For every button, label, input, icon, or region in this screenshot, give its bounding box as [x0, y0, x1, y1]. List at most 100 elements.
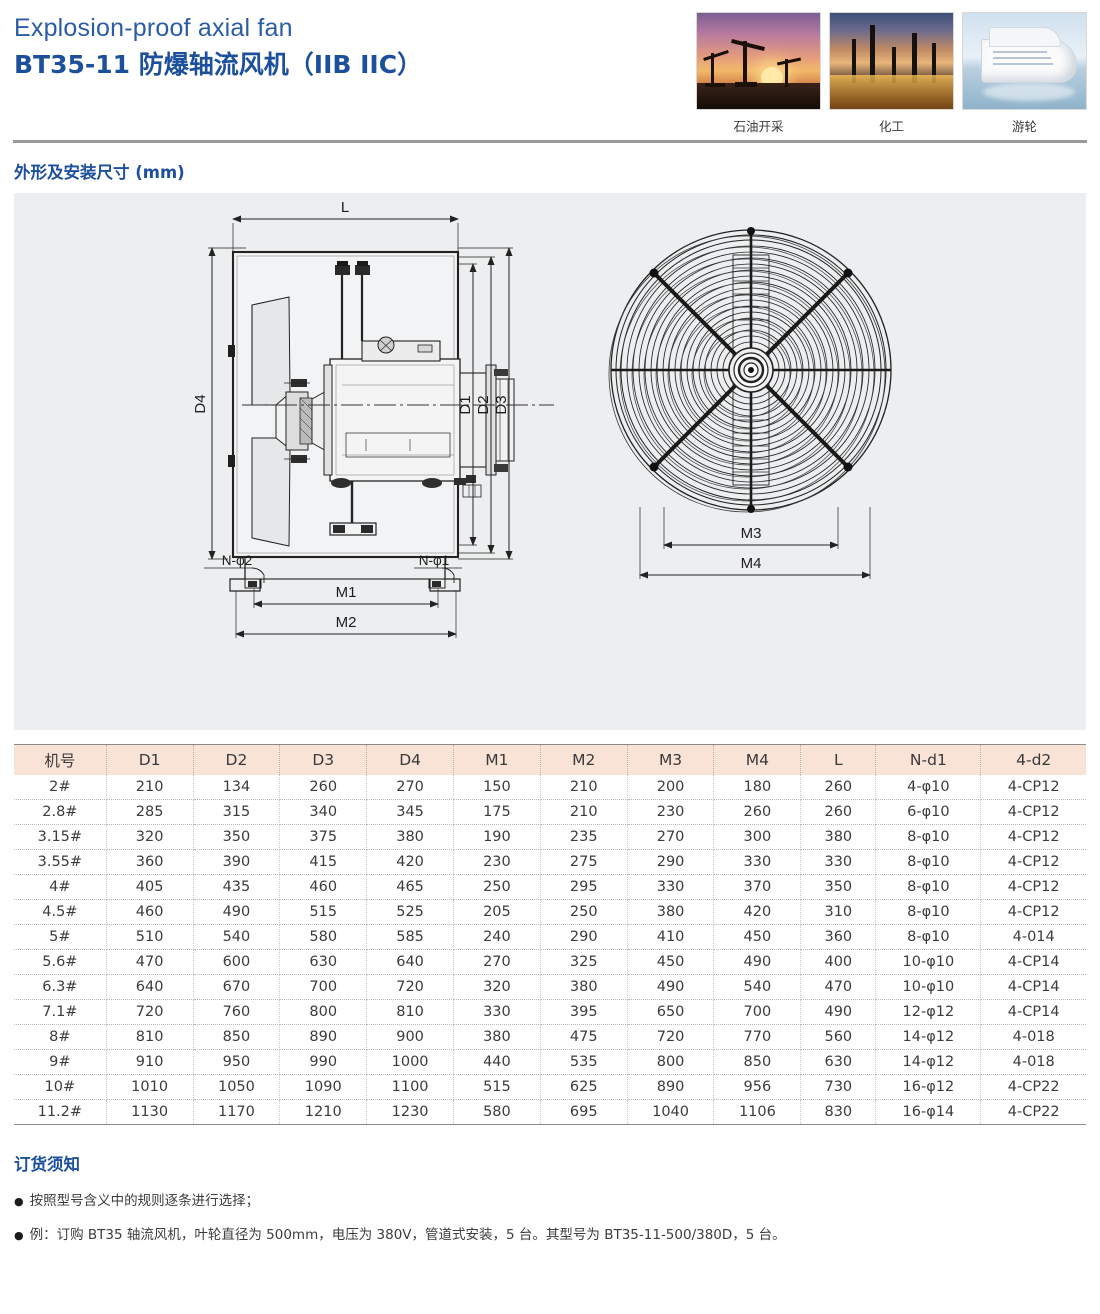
water-reflection — [983, 83, 1075, 101]
drawing-label-Nd2: N-φ2 — [222, 553, 253, 568]
table-cell: 490 — [627, 974, 715, 1000]
table-col-header-2: D2 — [193, 744, 281, 775]
table-cell: 6.3# — [14, 974, 107, 1000]
table-cell: 410 — [627, 924, 715, 950]
table-cell: 270 — [453, 949, 541, 975]
table-cell: 1230 — [366, 1099, 454, 1125]
table-cell: 1090 — [279, 1074, 368, 1100]
table-cell: 395 — [540, 999, 628, 1025]
table-cell: 630 — [800, 1049, 877, 1075]
table-cell: 1000 — [366, 1049, 454, 1075]
table-cell: 600 — [193, 949, 281, 975]
table-col-header-7: M3 — [627, 744, 715, 775]
table-cell: 250 — [453, 874, 541, 900]
table-cell: 630 — [279, 949, 368, 975]
ship-superstructure — [989, 27, 1061, 47]
table-cell: 4.5# — [14, 899, 107, 925]
table-cell: 14-φ12 — [875, 1024, 982, 1050]
drawing-label-M2: M2 — [336, 614, 357, 631]
table-cell: 535 — [540, 1049, 628, 1075]
table-cell: 8# — [14, 1024, 107, 1050]
table-col-header-9: L — [800, 744, 877, 775]
table-cell: 6-φ10 — [875, 799, 982, 825]
table-cell: 1100 — [366, 1074, 454, 1100]
smokestack-icon — [870, 25, 875, 83]
table-cell: 760 — [193, 999, 281, 1025]
table-cell: 585 — [366, 924, 454, 950]
pumpjack-icon — [785, 59, 788, 87]
table-cell: 8-φ10 — [875, 924, 982, 950]
table-cell: 405 — [106, 874, 194, 900]
table-cell: 9# — [14, 1049, 107, 1075]
table-cell: 800 — [279, 999, 368, 1025]
table-cell: 285 — [106, 799, 194, 825]
smokestack-icon — [932, 43, 936, 83]
table-cell: 420 — [713, 899, 802, 925]
table-cell: 580 — [453, 1099, 541, 1125]
table-cell: 720 — [366, 974, 454, 1000]
table-cell: 830 — [800, 1099, 877, 1125]
table-cell: 380 — [800, 824, 877, 850]
table-cell: 640 — [366, 949, 454, 975]
smokestack-icon — [852, 39, 856, 83]
table-cell: 180 — [713, 774, 802, 800]
table-cell: 4-CP22 — [980, 1099, 1086, 1125]
ordering-notes-title: 订货须知 — [14, 1155, 80, 1174]
table-cell: 700 — [713, 999, 802, 1025]
table-cell: 8-φ10 — [875, 849, 982, 875]
table-cell: 490 — [800, 999, 877, 1025]
table-cell: 700 — [279, 974, 368, 1000]
table-cell: 8-φ10 — [875, 899, 982, 925]
table-cell: 4-CP22 — [980, 1074, 1086, 1100]
table-cell: 450 — [713, 924, 802, 950]
table-cell: 850 — [193, 1024, 281, 1050]
table-cell: 295 — [540, 874, 628, 900]
pumpjack-icon — [711, 53, 714, 87]
fan-front-view: M3 M4 — [608, 227, 892, 579]
table-cell: 380 — [540, 974, 628, 1000]
table-cell: 275 — [540, 849, 628, 875]
table-cell: 320 — [453, 974, 541, 1000]
table-cell: 5.6# — [14, 949, 107, 975]
smokestack-icon — [892, 47, 896, 83]
table-cell: 490 — [193, 899, 281, 925]
table-cell: 10-φ10 — [875, 949, 982, 975]
table-col-header-6: M2 — [540, 744, 628, 775]
page-title-english: Explosion-proof axial fan — [14, 14, 293, 42]
table-cell: 1050 — [193, 1074, 281, 1100]
drawing-label-M4: M4 — [741, 555, 762, 572]
table-cell: 4-CP12 — [980, 849, 1086, 875]
table-cell: 465 — [366, 874, 454, 900]
table-cell: 890 — [279, 1024, 368, 1050]
table-cell: 290 — [540, 924, 628, 950]
table-cell: 270 — [627, 824, 715, 850]
table-cell: 460 — [106, 899, 194, 925]
table-cell: 3.55# — [14, 849, 107, 875]
table-cell: 230 — [453, 849, 541, 875]
ship-window-row — [993, 63, 1053, 65]
pumpjack-icon — [731, 38, 765, 52]
table-cell: 900 — [366, 1024, 454, 1050]
table-cell: 380 — [366, 824, 454, 850]
table-cell: 360 — [106, 849, 194, 875]
table-cell: 330 — [800, 849, 877, 875]
table-cell: 1010 — [106, 1074, 194, 1100]
table-cell: 2.8# — [14, 799, 107, 825]
table-cell: 460 — [279, 874, 368, 900]
table-cell: 580 — [279, 924, 368, 950]
table-cell: 1106 — [713, 1099, 802, 1125]
table-cell: 270 — [366, 774, 454, 800]
drawing-label-L: L — [341, 199, 349, 216]
table-cell: 850 — [713, 1049, 802, 1075]
table-cell: 205 — [453, 899, 541, 925]
table-cell: 470 — [106, 949, 194, 975]
oil-extraction-photo — [696, 12, 821, 110]
table-cell: 360 — [800, 924, 877, 950]
table-cell: 1130 — [106, 1099, 194, 1125]
